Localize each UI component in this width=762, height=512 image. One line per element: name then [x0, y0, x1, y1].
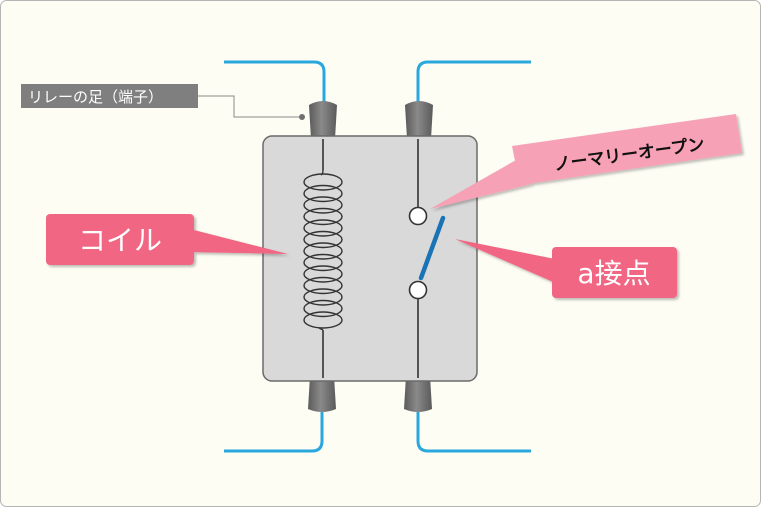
terminal-leader-dot: [299, 114, 305, 120]
top-right-lead-wire: [416, 60, 531, 104]
coil-turn: [303, 242, 343, 260]
coil-turn: [303, 276, 343, 295]
coil-turn: [303, 253, 343, 272]
a-contact-label: a接点: [577, 257, 650, 290]
relay-body: [262, 135, 478, 382]
bottom-left-lead-wire: [224, 410, 324, 453]
relay-pin-bottom-right: [404, 376, 432, 412]
a-contact-callout: [455, 239, 677, 298]
coil-turn: [303, 230, 343, 249]
relay-pin-top-left: [309, 101, 337, 139]
coil-winding: [303, 169, 343, 331]
coil-turn: [303, 219, 343, 237]
a-contact-callout-pointer: [455, 239, 560, 285]
coil-turn: [303, 265, 343, 283]
coil-turn: [303, 311, 343, 329]
bottom-right-lead-wire: [416, 410, 531, 453]
coil-turn: [303, 184, 343, 203]
terminal-label: リレーの足（端子）: [28, 88, 163, 106]
coil-turn: [303, 299, 343, 318]
coil-turn: [303, 207, 343, 226]
coil-turn: [303, 288, 343, 306]
switch-blade: [418, 215, 446, 281]
normally-open-callout-box: [512, 114, 742, 185]
coil-callout-pointer: [186, 228, 288, 254]
coil-callout: [46, 214, 288, 265]
normally-open-callout: [430, 114, 742, 209]
coil-callout-box: [46, 214, 194, 265]
coil-turn: [303, 173, 343, 191]
coil-turn: [303, 196, 343, 214]
coil-lead-bottom: [318, 327, 324, 331]
relay-pin-bottom-left: [308, 376, 336, 412]
a-contact-callout-box: [552, 247, 677, 298]
relay-pin-top-right: [405, 101, 433, 139]
upper-contact-point: [408, 206, 428, 226]
top-left-lead-wire: [224, 60, 326, 104]
coil-label: コイル: [78, 224, 162, 257]
coil-lead-top: [320, 169, 324, 176]
terminal-label-box: [21, 84, 198, 108]
normally-open-callout-pointer: [430, 160, 532, 209]
lower-contact-point: [408, 280, 428, 300]
terminal-leader-line: [198, 95, 302, 118]
